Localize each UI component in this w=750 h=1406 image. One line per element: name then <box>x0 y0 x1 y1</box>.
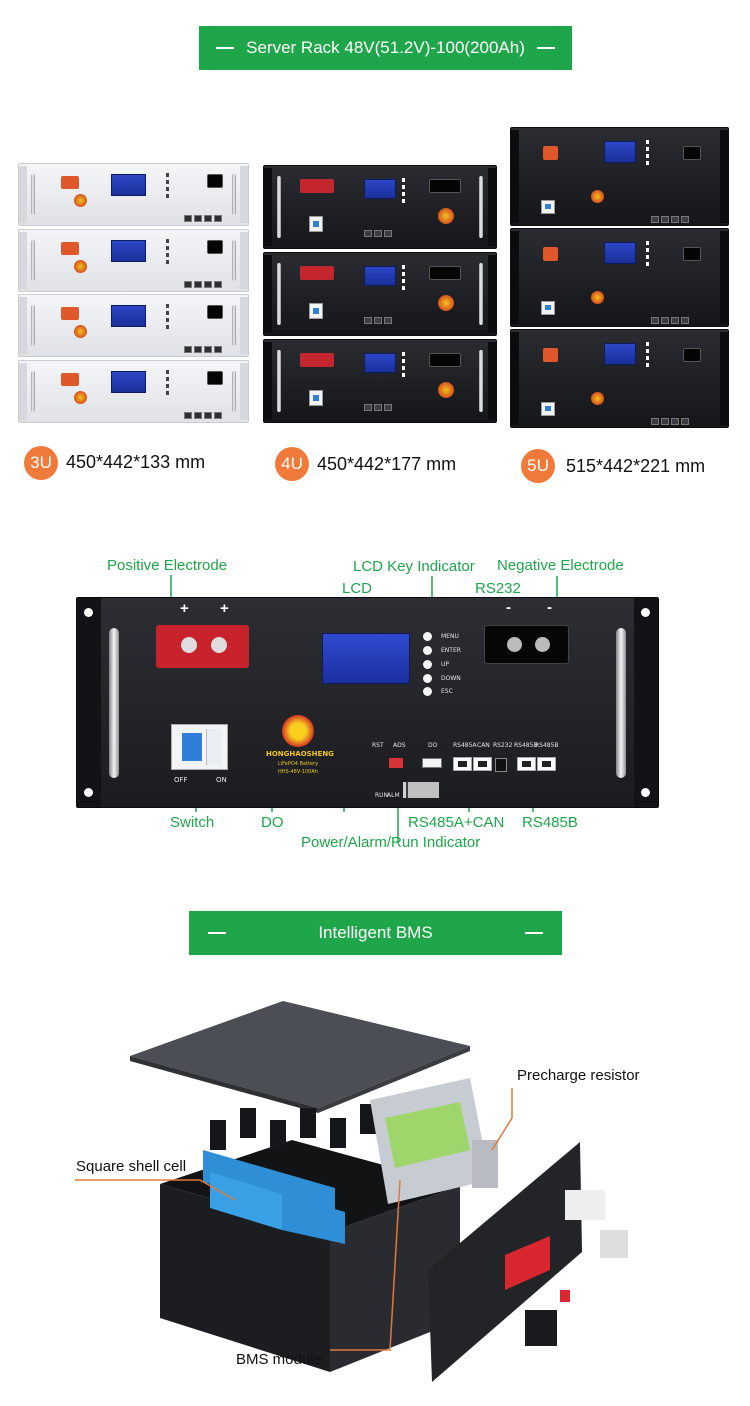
enter-key-label: ENTER <box>441 647 461 654</box>
label-square-shell-cell: Square shell cell <box>76 1158 187 1175</box>
negative-sign: - <box>547 599 552 616</box>
esc-key[interactable] <box>423 687 432 696</box>
label-bms-module: BMS module <box>236 1351 322 1368</box>
port-label-rs485b: RS485B <box>514 742 538 749</box>
callout-switch: Switch <box>170 814 215 831</box>
product-name: LiFePO4 Battery <box>278 761 319 767</box>
rack-3u-unit <box>18 229 249 292</box>
menu-key-label: MENU <box>441 633 459 640</box>
down-key[interactable] <box>423 674 432 683</box>
callout-rs232: RS232 <box>475 580 521 597</box>
port-label-rs232: RS232 <box>493 742 513 749</box>
rst-label: RST <box>372 742 384 749</box>
callout-rs485b: RS485B <box>522 814 578 831</box>
rack-3u-unit <box>18 294 249 357</box>
size-dims-5u: 515*442*221 mm <box>566 456 706 476</box>
callout-lcd: LCD <box>342 580 373 597</box>
size-badge-4u: 4U <box>275 447 309 481</box>
switch-on-label: ON <box>216 776 227 784</box>
callout-negative-electrode: Negative Electrode <box>497 557 624 574</box>
bms-exploded-illustration <box>75 1001 628 1382</box>
size-badge-5u: 5U <box>521 449 555 483</box>
positive-terminal <box>156 625 249 668</box>
rack-3u-unit <box>18 163 249 226</box>
rack-5u-unit <box>510 127 729 226</box>
rs485b-port[interactable] <box>517 757 536 771</box>
alm-label: ALM <box>387 792 400 799</box>
size-dims-3u: 450*442*133 mm <box>66 452 206 472</box>
address-dip-switch[interactable] <box>389 758 403 768</box>
port-label-can: CAN <box>477 742 490 749</box>
rack-5u-unit <box>510 228 729 327</box>
menu-key[interactable] <box>423 632 432 641</box>
adr-label: ADS <box>393 742 406 749</box>
status-led-bar <box>403 782 439 798</box>
server-rack-title: Server Rack 48V(51.2V)-100(200Ah) <box>246 38 525 57</box>
intelligent-bms-title: Intelligent BMS <box>318 923 433 942</box>
positive-sign: + <box>220 600 229 617</box>
rs232-port[interactable] <box>495 758 507 772</box>
do-label: DO <box>428 742 438 749</box>
breaker-switch[interactable] <box>171 724 228 770</box>
callout-power-alarm-run-indicator: Power/Alarm/Run Indicator <box>301 834 481 851</box>
dash-decoration <box>524 932 543 934</box>
callout-positive-electrode: Positive Electrode <box>107 557 228 574</box>
label-precharge-resistor: Precharge resistor <box>517 1067 640 1084</box>
size-dims-4u: 450*442*177 mm <box>317 454 457 474</box>
port-label-rs485a: RS485A <box>453 742 477 749</box>
rack-5u-unit <box>510 329 729 428</box>
can-port[interactable] <box>473 757 492 771</box>
dash-decoration <box>208 932 227 934</box>
size-badge-3u: 3U <box>24 446 58 480</box>
esc-key-label: ESC <box>441 688 453 695</box>
rack-4u-unit <box>263 165 497 249</box>
callout-lcd-key-indicator: LCD Key Indicator <box>353 558 475 575</box>
rack-4u-unit <box>263 252 497 336</box>
lcd-screen <box>322 633 410 684</box>
rack-4u-unit <box>263 339 497 423</box>
enter-key[interactable] <box>423 646 432 655</box>
run-label: RUN <box>375 792 389 799</box>
model-name: HHS-48V-100Ah <box>278 769 318 775</box>
rack-3u-unit <box>18 360 249 423</box>
intelligent-bms-banner: Intelligent BMS <box>189 911 562 955</box>
callout-do: DO <box>261 814 284 831</box>
up-key-label: UP <box>441 661 450 668</box>
rs485a-port[interactable] <box>453 757 472 771</box>
port-label-rs485b: RS485B <box>535 742 559 749</box>
positive-sign: + <box>180 600 189 617</box>
switch-off-label: OFF <box>174 776 188 784</box>
do-connector <box>422 758 442 768</box>
down-key-label: DOWN <box>441 675 461 682</box>
brand-logo <box>282 715 314 747</box>
up-key[interactable] <box>423 660 432 669</box>
brand-name: HONGHAOSHENG <box>266 750 334 758</box>
battery-front-panel: + + MENU ENTER UP DOWN ESC - - OFF ON HO… <box>76 597 659 808</box>
dash-decoration <box>536 47 555 49</box>
rs485b-port[interactable] <box>537 757 556 771</box>
callout-rs485a-can: RS485A+CAN <box>408 814 505 831</box>
negative-sign: - <box>506 599 511 616</box>
dash-decoration <box>216 47 235 49</box>
server-rack-title-banner: Server Rack 48V(51.2V)-100(200Ah) <box>199 26 572 70</box>
negative-terminal <box>484 625 569 664</box>
